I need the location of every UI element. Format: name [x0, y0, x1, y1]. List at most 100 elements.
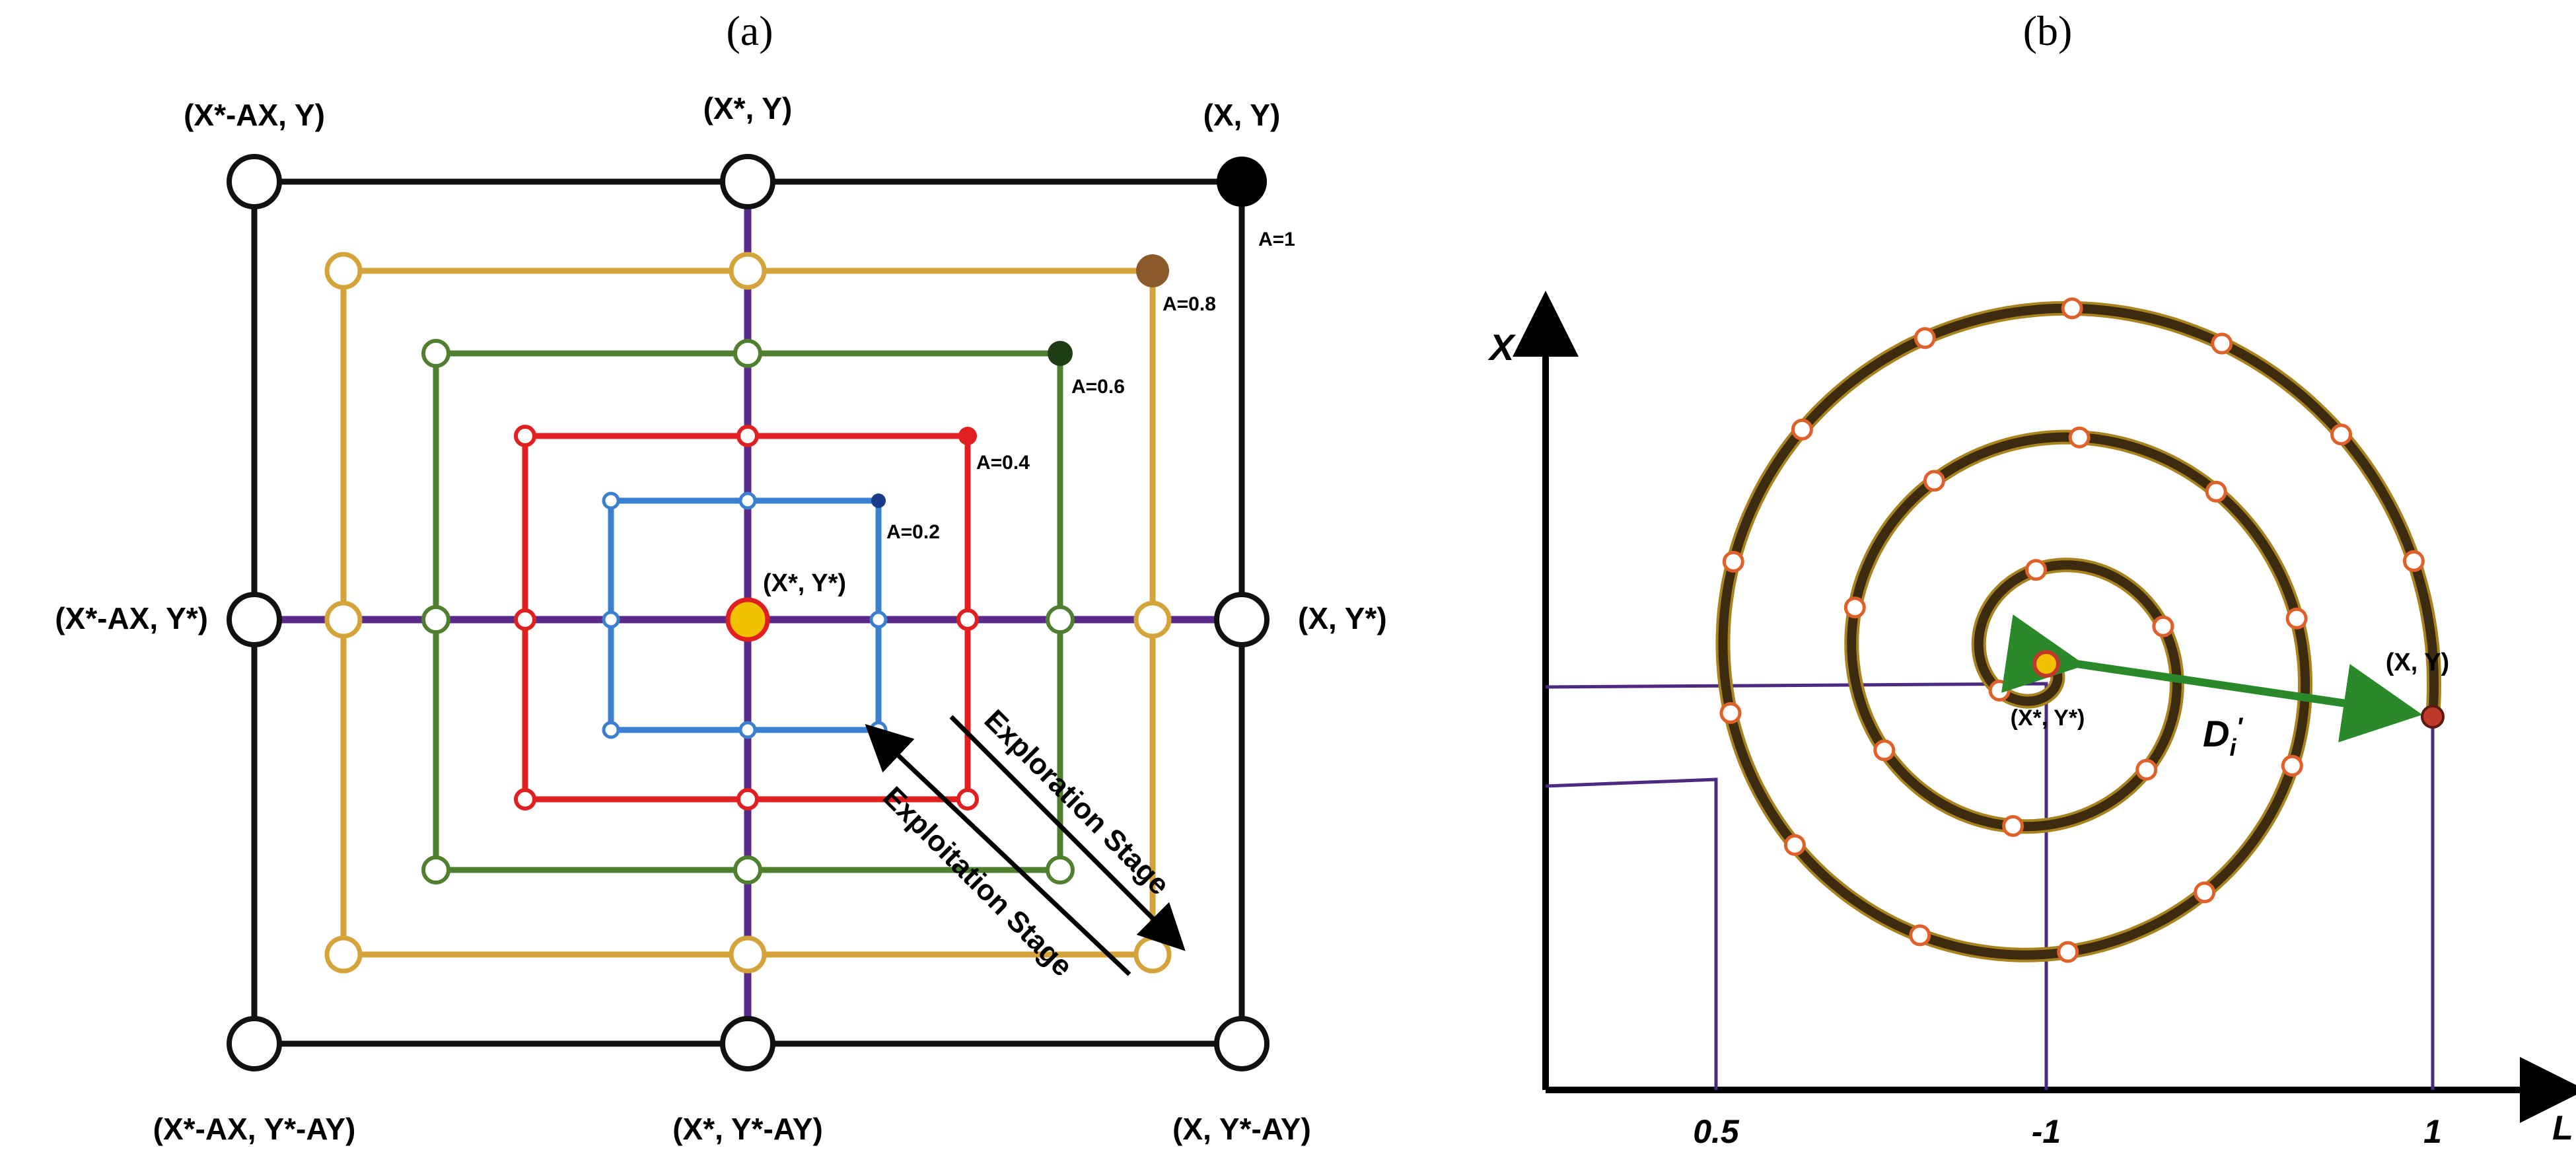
node: [514, 425, 536, 447]
y-axis-label: X: [1487, 326, 1517, 368]
panel-b-caption: (b): [2023, 7, 2073, 54]
node: [1133, 935, 1172, 974]
spiral-marker: [1843, 596, 1866, 619]
spiral-marker: [2135, 758, 2158, 781]
node: [1046, 605, 1075, 634]
label-a06: A=0.6: [1071, 376, 1125, 398]
node: [738, 491, 757, 510]
node: [1214, 1016, 1270, 1071]
spiral-marker: [2002, 814, 2024, 837]
spiral-marker: [2285, 607, 2308, 630]
node: [869, 721, 888, 739]
spiral-marker: [1909, 924, 1931, 947]
distance-arrow: [2001, 614, 2423, 742]
node: [324, 935, 363, 974]
spiral-marker: [1719, 702, 1742, 724]
spiral-path-core: [1718, 303, 2439, 960]
spiral-marker: [2402, 550, 2425, 572]
label-best-point: (X*, Y*): [2011, 705, 2085, 731]
node: [602, 491, 620, 510]
label-bot-mid: (X*, Y*-AY): [672, 1112, 823, 1146]
spiral-marker: [2281, 754, 2303, 777]
guide-l05: [1545, 777, 1718, 1090]
node: [720, 1016, 775, 1071]
node: [729, 935, 767, 974]
node-best-center: [725, 597, 770, 642]
spiral-marker: [2068, 426, 2091, 449]
nodes-a06: [421, 339, 1075, 885]
node-current-a02: [871, 493, 886, 508]
label-a04: A=0.4: [976, 452, 1030, 474]
node: [1133, 600, 1172, 639]
label-top-right: (X, Y): [1203, 98, 1281, 132]
spiral-marker: [2194, 881, 2216, 904]
label-top-left: (X*-AX, Y): [184, 98, 325, 132]
node: [324, 600, 363, 639]
panel-a: (a): [55, 7, 1386, 1146]
node: [736, 788, 759, 811]
node: [956, 608, 979, 631]
tick-05: 0.5: [1693, 1113, 1740, 1150]
distance-label-sup: ': [2236, 713, 2243, 742]
panel-a-caption: (a): [726, 7, 773, 54]
label-a08: A=0.8: [1163, 293, 1216, 315]
node: [733, 855, 762, 885]
spiral-marker: [1722, 550, 1744, 573]
spiral-marker: [1988, 680, 2011, 702]
point-best: [2032, 650, 2060, 678]
node: [227, 1016, 282, 1071]
label-bot-right: (X, Y*-AY): [1172, 1112, 1311, 1146]
label-center: (X*, Y*): [763, 569, 846, 597]
node: [729, 252, 767, 290]
label-bot-left: (X*-AX, Y*-AY): [153, 1112, 356, 1146]
node: [1214, 592, 1270, 647]
distance-label-sub: i: [2229, 734, 2236, 761]
distance-label: Di': [2203, 713, 2243, 761]
node: [733, 339, 762, 368]
nodes-a08: [324, 252, 1172, 974]
label-current-point: (X, Y): [2386, 649, 2449, 676]
spiral-marker: [2025, 559, 2047, 581]
nodes-a1: [227, 154, 1270, 1071]
node: [514, 608, 536, 631]
node-current-a08: [1136, 254, 1169, 287]
tick-m1: -1: [2032, 1113, 2061, 1150]
node: [421, 339, 450, 368]
spiral-marker: [1873, 739, 1896, 762]
label-a1: A=1: [1258, 229, 1295, 250]
node: [602, 721, 620, 739]
arrow-exploitation: [865, 723, 1131, 976]
node: [227, 592, 282, 647]
label-top-mid: (X*, Y): [703, 91, 793, 126]
spiral-marker: [2205, 480, 2227, 503]
spiral-marker: [2211, 332, 2233, 355]
spiral-markers: [1719, 297, 2425, 963]
spiral-marker: [1783, 834, 1806, 856]
node: [227, 154, 282, 209]
node: [421, 855, 450, 885]
panel-b: (b) X L 0.5 -1 1 Di' (X, Y) (X*, Y*): [1487, 7, 2576, 1150]
guide-lm1: [1545, 682, 2048, 1090]
node: [324, 252, 363, 290]
nodes-a04: [514, 425, 979, 811]
point-current: [2421, 705, 2445, 729]
node-current-a04: [958, 427, 977, 445]
spiral-marker: [2057, 941, 2079, 963]
label-mid-left: (X*-AX, Y*): [55, 601, 208, 635]
node: [869, 610, 888, 629]
spiral-marker: [1923, 470, 1945, 492]
spiral-marker: [1914, 327, 1936, 349]
node: [602, 610, 620, 629]
x-axis-label: L: [2552, 1109, 2573, 1147]
node: [956, 788, 979, 811]
node: [738, 721, 757, 739]
node: [720, 154, 775, 209]
spiral-marker: [2061, 297, 2083, 320]
node-current-a06: [1048, 341, 1073, 366]
arrow-exploration: [949, 715, 1186, 951]
spiral-marker: [2330, 423, 2353, 446]
node: [421, 605, 450, 634]
node: [736, 425, 759, 447]
node-current-a1: [1217, 157, 1267, 207]
